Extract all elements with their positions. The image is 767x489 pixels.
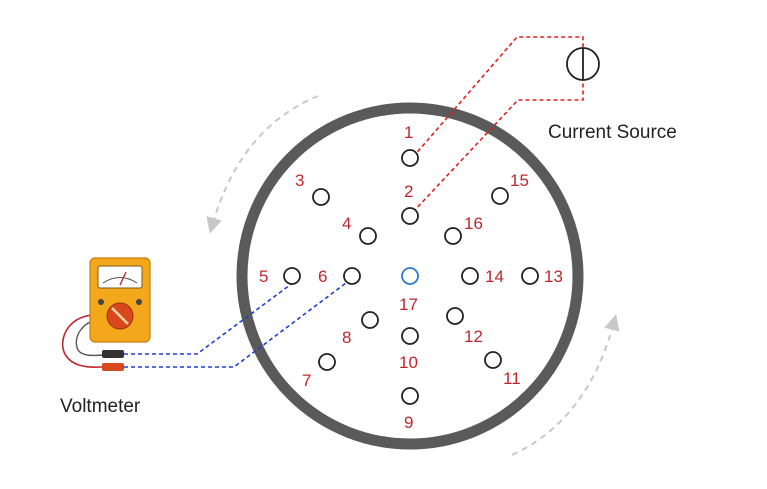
- voltage-wire-to-electrode-5: [124, 281, 295, 355]
- electrode-2-label: 2: [404, 182, 413, 201]
- electrode-14-label: 14: [485, 267, 504, 286]
- electrode-12: [446, 307, 464, 325]
- electrode-10-label: 10: [399, 353, 418, 372]
- electrode-14: [461, 267, 479, 285]
- current-source-icon: [566, 47, 600, 81]
- electrode-8: [361, 311, 379, 329]
- electrode-13-label: 13: [544, 267, 563, 286]
- electrode-17-center: [401, 267, 419, 285]
- electrode-7: [318, 353, 336, 371]
- electrode-9-label: 9: [404, 413, 413, 432]
- voltmeter-lead-loop: [61, 314, 105, 369]
- electrode-5: [283, 267, 301, 285]
- electrode-17-label: 17: [399, 295, 418, 314]
- electrode-1-label: 1: [404, 123, 413, 142]
- electrode-13: [521, 267, 539, 285]
- current-source-label: Current Source: [548, 122, 677, 143]
- electrode-2: [401, 207, 419, 225]
- electrode-12-label: 12: [464, 327, 483, 346]
- electrode-8-label: 8: [342, 328, 351, 347]
- current-wire-to-electrode-1: [412, 36, 584, 158]
- electrode-16-label: 16: [464, 214, 483, 233]
- electrode-16: [444, 227, 462, 245]
- cylinder-ring: [236, 102, 584, 450]
- electrode-3: [312, 188, 330, 206]
- electrode-11: [484, 351, 502, 369]
- electrode-3-label: 3: [295, 171, 304, 190]
- electrode-7-label: 7: [302, 371, 311, 390]
- electrode-10: [401, 327, 419, 345]
- voltage-wire-to-electrode-6: [124, 279, 351, 368]
- electrode-11-label: 11: [503, 369, 521, 388]
- voltmeter-label: Voltmeter: [60, 396, 141, 417]
- electrodes: 1 2 3 4 5 6 7 8 9 10 11 12 13 14 15 16 1: [259, 123, 563, 432]
- electrode-5-label: 5: [259, 267, 268, 286]
- electrode-4-label: 4: [342, 214, 351, 233]
- electrode-15-label: 15: [510, 171, 529, 190]
- rotation-arrow-upper-left: [206, 95, 319, 234]
- electrode-6: [343, 267, 361, 285]
- voltmeter-probe-red: [102, 363, 124, 371]
- electrode-1: [401, 149, 419, 167]
- voltmeter-probe-black: [102, 350, 124, 358]
- electrode-4: [359, 227, 377, 245]
- electrode-9: [401, 387, 419, 405]
- voltmeter-icon: [61, 257, 151, 371]
- electrode-6-label: 6: [318, 267, 327, 286]
- electrode-15: [491, 187, 509, 205]
- rotation-arrow-lower-right: [511, 314, 620, 456]
